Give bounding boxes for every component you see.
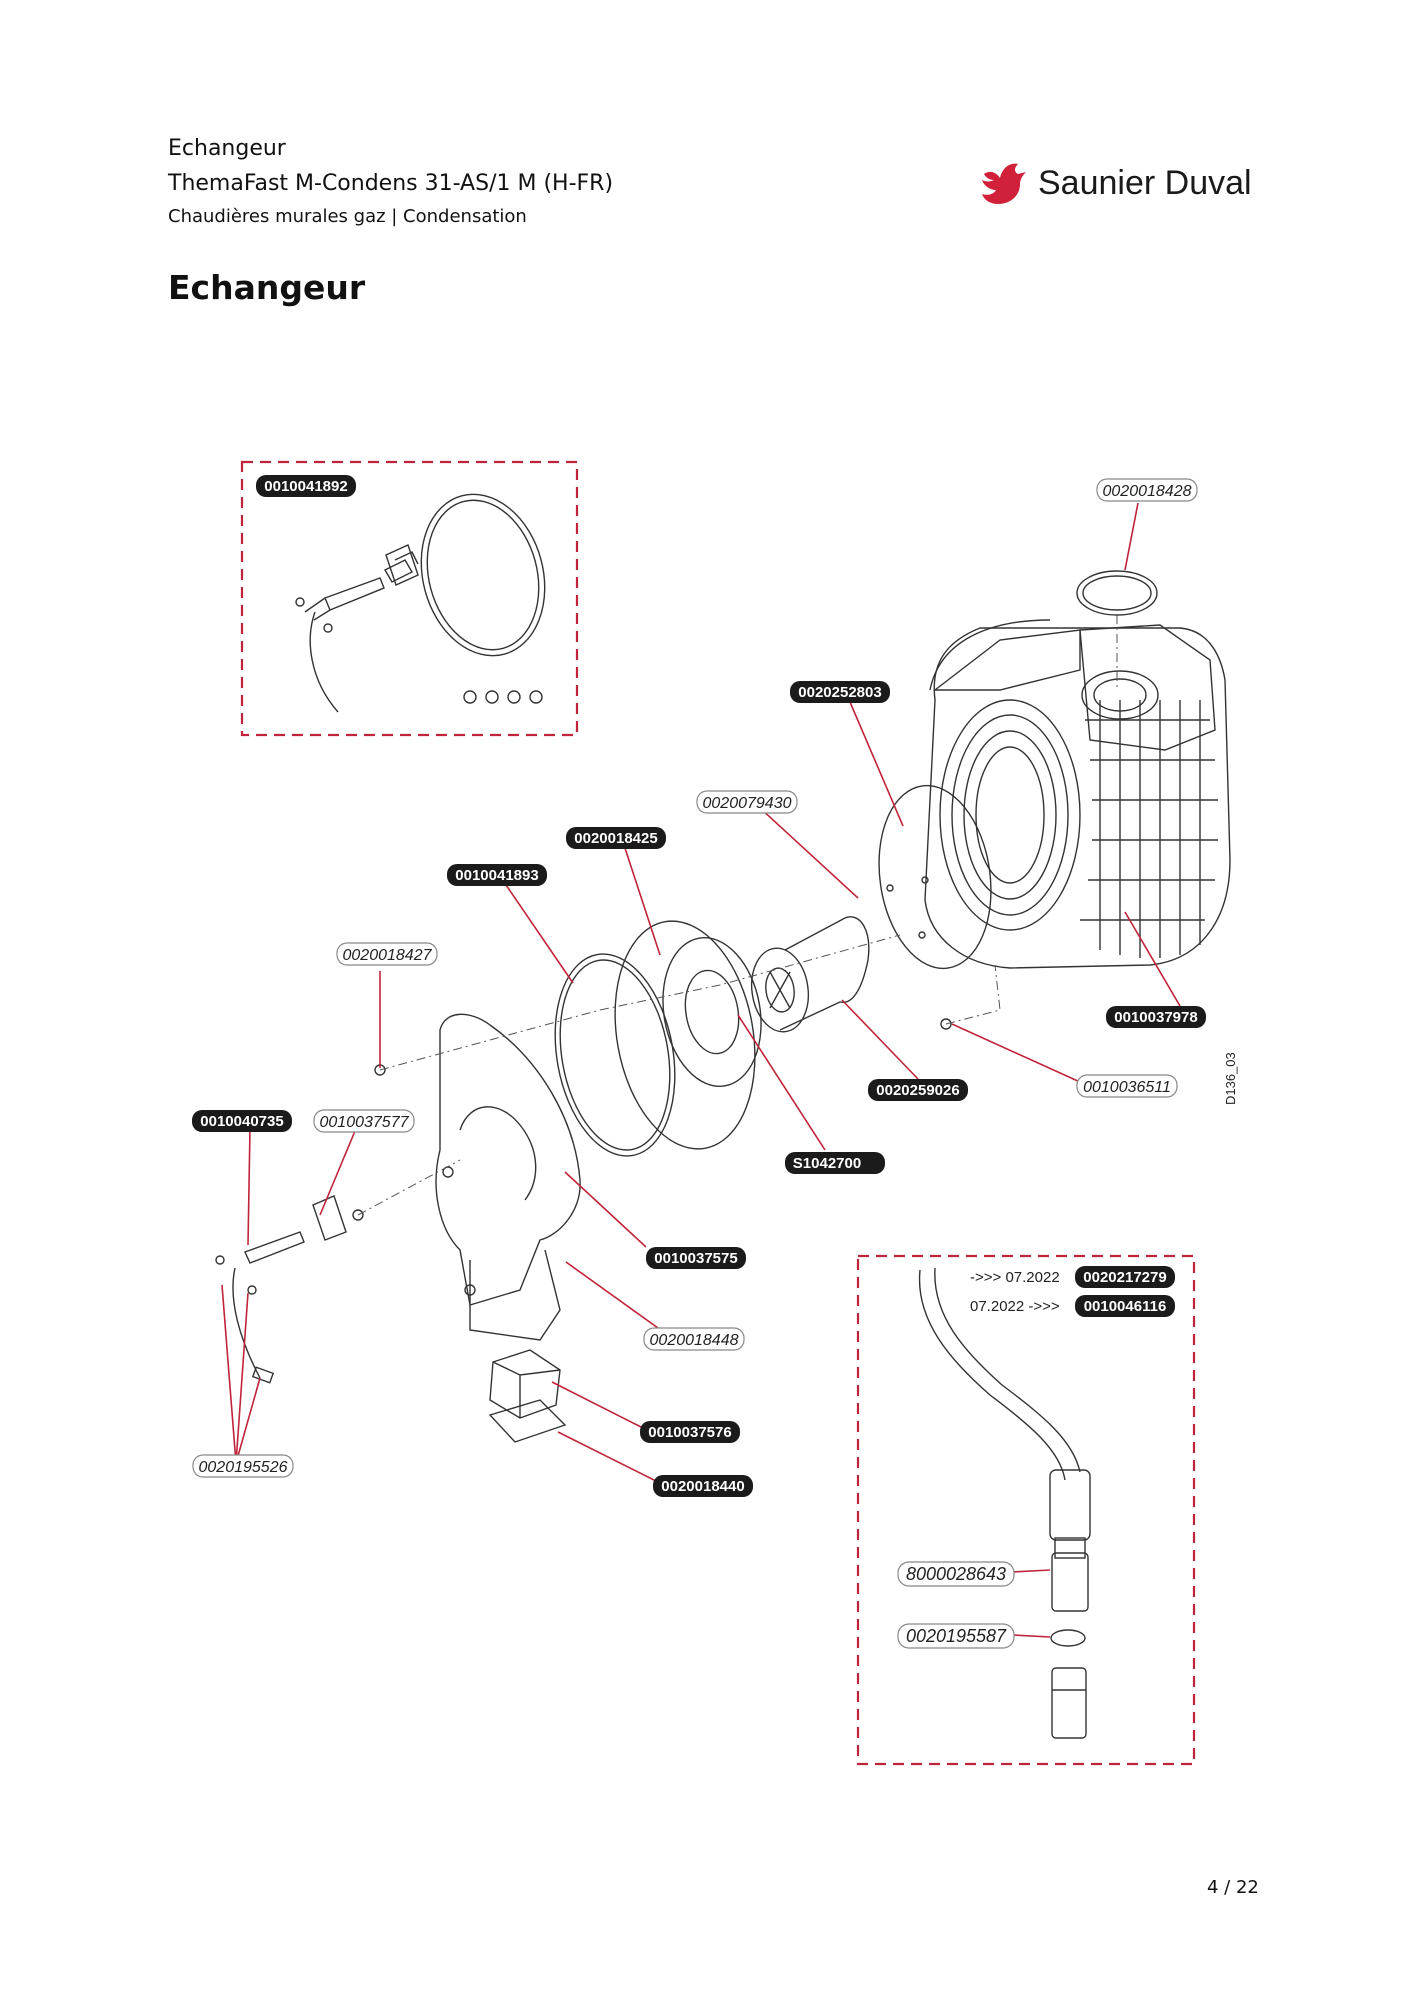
svg-text:0020217279: 0020217279 (1083, 1269, 1166, 1286)
part-tag-0020018427: 0020018427 (336, 942, 438, 966)
header-model: ThemaFast M-Condens 31-AS/1 M (H-FR) (168, 171, 614, 196)
svg-text:0020018448: 0020018448 (650, 1332, 739, 1349)
siphon-float (1051, 1667, 1087, 1739)
insulation-disc (662, 936, 762, 1088)
svg-text:0010037576: 0010037576 (648, 1424, 731, 1441)
part-tag-0020195526: 0020195526 (192, 1454, 294, 1478)
leader-lines (221, 502, 1181, 1638)
svg-text:0020018440: 0020018440 (661, 1478, 744, 1495)
brand-logo: Saunier Duval (980, 160, 1252, 206)
drawing-reference: D136_03 (1223, 1052, 1238, 1105)
fan-gasket (488, 1399, 567, 1443)
burner-cylinder (750, 916, 870, 1033)
svg-text:0010041892: 0010041892 (264, 478, 347, 495)
electrode-kit-box (240, 460, 579, 737)
top-gasket-ring (1076, 570, 1158, 616)
kit-gasket-ring (420, 493, 546, 657)
part-tag-0010041893: 0010041893 (447, 864, 547, 886)
part-tag-0010037576: 0010037576 (640, 1421, 740, 1443)
part-tag-0010036511: 0010036511 (1076, 1074, 1178, 1098)
page-number: 4 / 22 (1207, 1877, 1259, 1898)
condensate-hose (918, 1267, 1091, 1559)
heat-exchanger-body (924, 619, 1231, 969)
screws (352, 1018, 952, 1221)
svg-text:0020018428: 0020018428 (1103, 483, 1192, 500)
svg-text:0010037577: 0010037577 (320, 1114, 410, 1131)
svg-text:S1042700: S1042700 (793, 1155, 861, 1172)
burner-door-plate (878, 784, 992, 970)
part-tag-0020252803: 0020252803 (790, 681, 890, 703)
svg-text:0010037978: 0010037978 (1114, 1009, 1197, 1026)
part-tag-0020079430: 0020079430 (696, 790, 798, 814)
version-note-after: 07.2022 ->>> (970, 1298, 1060, 1315)
part-tag-0020018428: 0020018428 (1096, 478, 1198, 502)
dash-axis-lines (357, 615, 1118, 1216)
part-tag-0020018425: 0020018425 (566, 827, 666, 849)
header-section: Echangeur (168, 136, 286, 161)
part-tag-0020217279: 0020217279 (1075, 1266, 1175, 1288)
part-tag-0010046116: 0010046116 (1075, 1295, 1175, 1317)
kit-nuts (463, 690, 543, 704)
part-tag-0010037978: 0010037978 (1106, 1006, 1206, 1028)
part-tag-0020195587: 0020195587 (897, 1623, 1015, 1649)
svg-text:0020195526: 0020195526 (199, 1459, 288, 1476)
part-tag-0010037575: 0010037575 (646, 1247, 746, 1269)
svg-text:0010037575: 0010037575 (654, 1250, 737, 1267)
door-seal-ring (554, 953, 676, 1157)
svg-text:0020259026: 0020259026 (876, 1082, 959, 1099)
svg-text:0020195587: 0020195587 (906, 1626, 1007, 1646)
svg-text:0020018427: 0020018427 (343, 947, 433, 964)
part-tag-0020018448: 0020018448 (643, 1327, 745, 1351)
burner-housing (435, 1013, 581, 1341)
svg-text:0010046116: 0010046116 (1084, 1298, 1167, 1315)
bird-logo-icon (982, 163, 1026, 204)
svg-text:0010041893: 0010041893 (455, 867, 538, 884)
fan-motor-block (489, 1349, 561, 1419)
svg-text:0020252803: 0020252803 (798, 684, 881, 701)
svg-text:0010036511: 0010036511 (1083, 1079, 1171, 1096)
svg-text:0020079430: 0020079430 (703, 795, 792, 812)
part-tag-S1042700: S1042700 (785, 1152, 885, 1174)
version-note-before: ->>> 07.2022 (970, 1269, 1060, 1286)
header-category: Chaudières murales gaz | Condensation (168, 206, 527, 227)
svg-text:0010040735: 0010040735 (200, 1113, 283, 1130)
part-tag-0010041892: 0010041892 (256, 475, 356, 497)
part-tag-0020259026: 0020259026 (868, 1079, 968, 1101)
electrode-gasket (312, 1195, 347, 1241)
part-tag-0010037577: 0010037577 (313, 1109, 415, 1133)
main-electrode (215, 1231, 305, 1384)
part-tag-0020018440: 0020018440 (653, 1475, 753, 1497)
kit-electrode (295, 551, 419, 713)
brand-name: Saunier Duval (1038, 163, 1252, 202)
svg-text:0020018425: 0020018425 (574, 830, 657, 847)
svg-text:8000028643: 8000028643 (906, 1564, 1006, 1584)
burner-gasket-disc (614, 920, 756, 1150)
siphon-cup (1051, 1552, 1089, 1612)
condensate-kit-box (856, 1254, 1196, 1766)
kit-small-gasket (385, 544, 419, 586)
page-title: Echangeur (168, 268, 366, 307)
part-tag-0010040735: 0010040735 (192, 1110, 292, 1132)
siphon-oring (1050, 1629, 1086, 1647)
part-tag-8000028643: 8000028643 (897, 1561, 1015, 1587)
